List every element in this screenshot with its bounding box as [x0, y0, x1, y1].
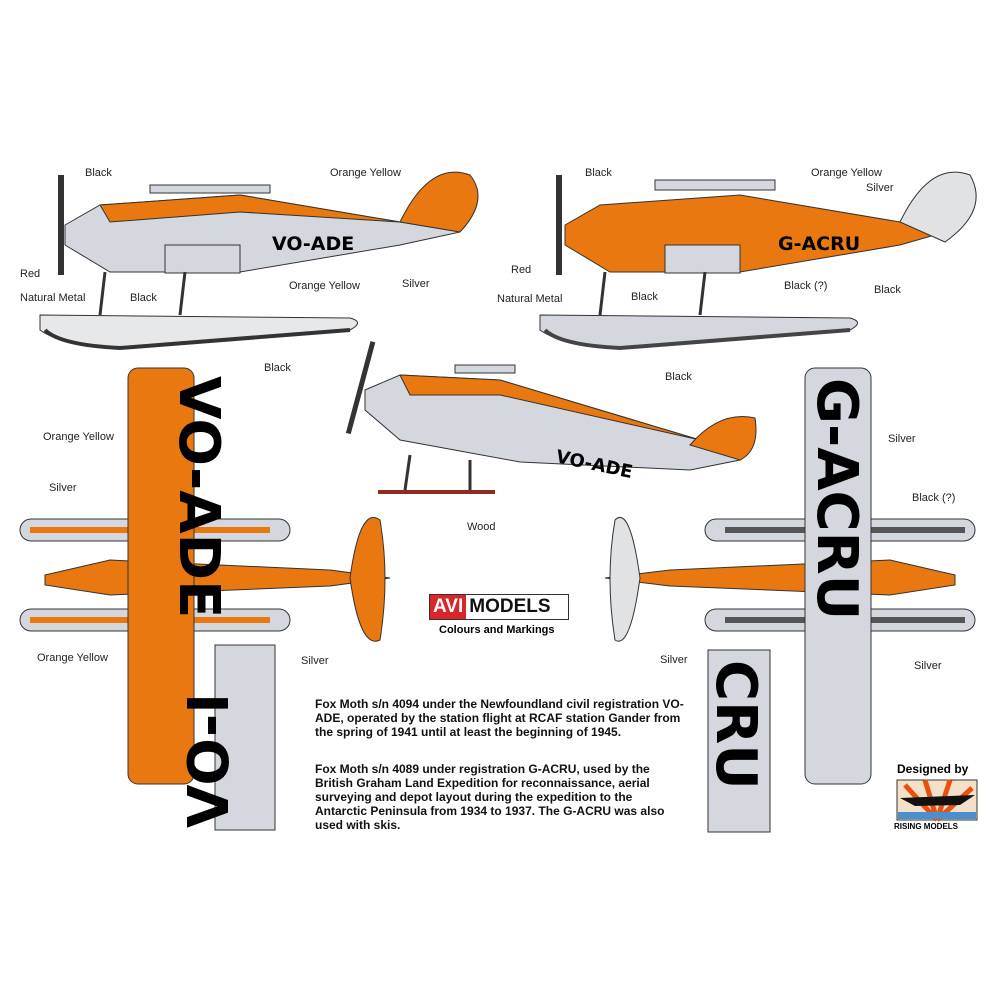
- label: Silver: [888, 433, 916, 445]
- topview-1: VO-ADE VO-I: [19, 367, 391, 831]
- label: Wood: [467, 521, 496, 533]
- label: Black: [585, 167, 612, 179]
- aircraft-1-side-view: VO-ADE: [39, 171, 479, 351]
- label: Black: [631, 291, 658, 303]
- label: Orange Yellow: [330, 167, 401, 179]
- label: Orange Yellow: [289, 280, 360, 292]
- label: Silver: [402, 278, 430, 290]
- label: Orange Yellow: [811, 167, 882, 179]
- logo-models: MODELS: [469, 596, 551, 617]
- topview-2-upper-wing-reg: G-ACRU: [804, 378, 869, 620]
- subtitle: Colours and Markings: [439, 624, 555, 636]
- label: Red: [511, 264, 532, 276]
- label: Orange Yellow: [37, 652, 108, 664]
- label: Black: [874, 284, 901, 296]
- topview-2: G-ACRU CRU: [604, 367, 976, 833]
- label: Black: [665, 371, 692, 383]
- topview-2-lower-wing-reg: CRU: [703, 660, 768, 790]
- label: Silver: [866, 182, 894, 194]
- label: Orange Yellow: [43, 431, 114, 443]
- label: Black (?): [784, 280, 828, 292]
- label: Black: [85, 167, 112, 179]
- label: Red: [20, 268, 41, 280]
- label: Silver: [49, 482, 77, 494]
- label: Natural Metal: [497, 293, 563, 305]
- avi-models-logo: AVI MODELS: [429, 594, 569, 620]
- label: Black: [130, 292, 157, 304]
- description-vo-ade: Fox Moth s/n 4094 under the Newfoundland…: [315, 697, 684, 739]
- aircraft-1-registration: VO-ADE: [272, 233, 354, 255]
- label: Silver: [914, 660, 942, 672]
- rising-models-logo: [896, 779, 978, 822]
- label: Silver: [660, 654, 688, 666]
- label: Silver: [301, 655, 329, 667]
- designer-name: RISING MODELS: [894, 822, 959, 831]
- label: Black: [264, 362, 291, 374]
- logo-avi: AVI: [430, 595, 467, 619]
- label: Black (?): [912, 492, 956, 504]
- topview-1-lower-wing-reg: VO-I: [177, 693, 242, 828]
- aircraft-2-side-view: G-ACRU: [539, 171, 977, 351]
- topview-1-upper-wing-reg: VO-ADE: [166, 376, 231, 618]
- designed-by: Designed by: [897, 762, 969, 776]
- label: Natural Metal: [20, 292, 86, 304]
- aircraft-3-side-view: VO-ADE: [345, 341, 757, 494]
- aircraft-2-registration: G-ACRU: [778, 233, 860, 255]
- description-g-acru: Fox Moth s/n 4089 under registration G-A…: [315, 762, 665, 832]
